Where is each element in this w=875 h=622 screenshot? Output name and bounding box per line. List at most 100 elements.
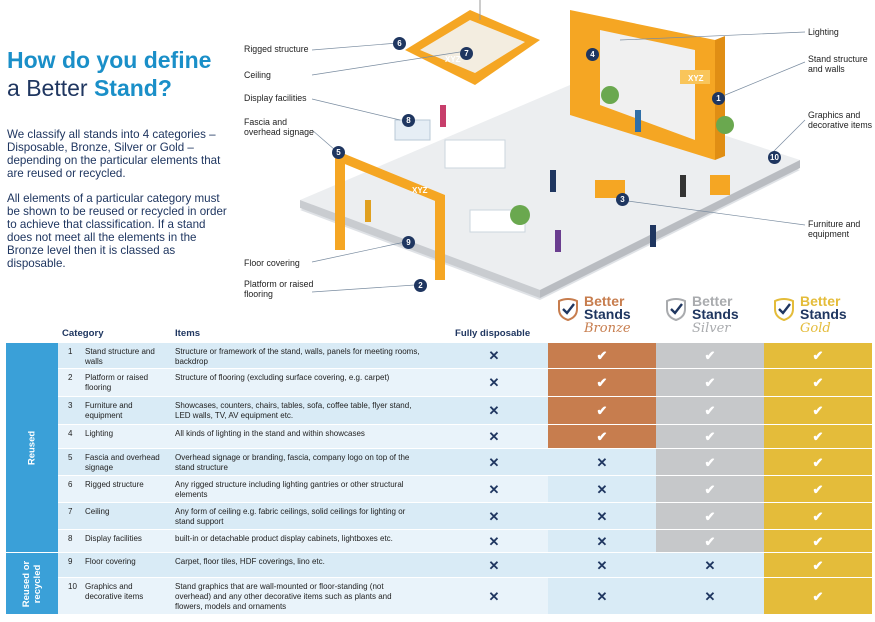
cross-icon: ✕: [488, 454, 500, 470]
check-icon: ✔: [764, 425, 872, 449]
header-category: Category: [62, 328, 104, 339]
cross-icon: ✕: [488, 429, 500, 444]
cross-icon: ✕: [548, 476, 656, 503]
row-number: 5: [68, 453, 73, 462]
shield-check-icon: [774, 298, 794, 321]
logo-silver: Better Stands Silver: [664, 292, 769, 336]
cross-icon: ✕: [488, 508, 500, 524]
row-category: Lighting: [85, 429, 114, 438]
logo-silver-line2: Stands: [692, 306, 739, 322]
plant: [601, 86, 619, 104]
leader-line: [619, 199, 806, 226]
row-number: 10: [68, 582, 77, 591]
person: [680, 175, 686, 197]
marker-2: 2: [414, 279, 427, 292]
row-items: built-in or detachable product display c…: [175, 534, 393, 543]
leader-line: [311, 284, 416, 293]
row-background: [58, 425, 548, 449]
row-background: [58, 476, 548, 503]
title-word-stand: Stand?: [93, 75, 172, 101]
group-label-text: Reused: [26, 430, 38, 465]
row-items: Structure or framework of the stand, wal…: [175, 347, 420, 366]
row-items: Structure of flooring (excluding surface…: [175, 373, 390, 382]
row-background: [58, 369, 548, 397]
marker-7: 7: [460, 47, 473, 60]
callout-floor-covering: Floor covering: [244, 258, 300, 268]
plant: [716, 116, 734, 134]
cross-icon: ✕: [548, 503, 656, 530]
row-category: Furniture and equipment: [85, 401, 133, 420]
logo-silver-tier: Silver: [692, 321, 731, 336]
row-number: 7: [68, 507, 73, 516]
arch-label: XYZ: [412, 186, 428, 195]
cross-icon: ✕: [488, 348, 500, 363]
cross-icon: ✕: [488, 403, 500, 418]
cross-icon: ✕: [488, 588, 500, 604]
check-icon: ✔: [764, 449, 872, 476]
row-items: Overhead signage or branding, fascia, co…: [175, 453, 410, 472]
cross-icon: ✕: [548, 530, 656, 553]
shield-check-icon: [666, 298, 686, 321]
callout-rigged-structure: Rigged structure: [244, 44, 309, 54]
cross-icon: ✕: [488, 481, 500, 497]
row-number: 9: [68, 557, 73, 566]
sofa: [444, 139, 506, 169]
front-arch-right: [435, 200, 445, 280]
cross-icon: ✕: [656, 553, 764, 578]
logo-gold-line1: Better: [800, 293, 841, 309]
row-number: 6: [68, 480, 73, 489]
marker-10: 10: [768, 151, 781, 164]
row-divider: [58, 368, 872, 369]
check-icon: ✔: [764, 369, 872, 397]
check-icon: ✔: [764, 476, 872, 503]
check-icon: ✔: [548, 343, 656, 369]
check-icon: ✔: [656, 343, 764, 369]
row-number: 3: [68, 401, 73, 410]
shield-check-icon: [558, 298, 578, 321]
group-label-0: Reused: [6, 343, 58, 552]
header-fully-disposable: Fully disposable: [455, 328, 531, 339]
front-arch-left: [335, 155, 345, 250]
callout-ceiling: Ceiling: [244, 70, 271, 80]
cross-icon: ✕: [656, 578, 764, 615]
intro-paragraph-2: All elements of a particular category mu…: [7, 192, 227, 270]
row-number: 2: [68, 373, 73, 382]
leader-line: [311, 241, 406, 263]
intro-paragraph-1: We classify all stands into 4 categories…: [7, 128, 221, 180]
header-items: Items: [175, 328, 201, 339]
logo-gold: Better Stands Gold: [772, 292, 875, 336]
wall-panel: [600, 30, 695, 140]
row-items: Any rigged structure including lighting …: [175, 480, 404, 499]
row-category: Graphics and decorative items: [85, 582, 144, 601]
floor-edge-right: [540, 160, 800, 298]
check-icon: ✔: [764, 530, 872, 553]
row-divider: [58, 552, 872, 553]
wall-label: XYZ: [688, 74, 704, 83]
marker-3: 3: [616, 193, 629, 206]
ceiling-panel: [420, 20, 525, 73]
row-divider: [58, 396, 872, 397]
row-divider: [58, 475, 872, 476]
marker-1: 1: [712, 92, 725, 105]
isometric-stand-drawing: XYZ XYZ XYZ: [300, 0, 806, 300]
person: [650, 225, 656, 247]
plant: [510, 205, 530, 225]
row-divider: [58, 448, 872, 449]
wall-sign: [680, 70, 710, 84]
check-icon: ✔: [764, 397, 872, 425]
check-icon: ✔: [656, 449, 764, 476]
row-background: [58, 503, 548, 530]
row-background: [58, 343, 548, 369]
marker-8: 8: [402, 114, 415, 127]
cross-icon: ✕: [548, 553, 656, 578]
